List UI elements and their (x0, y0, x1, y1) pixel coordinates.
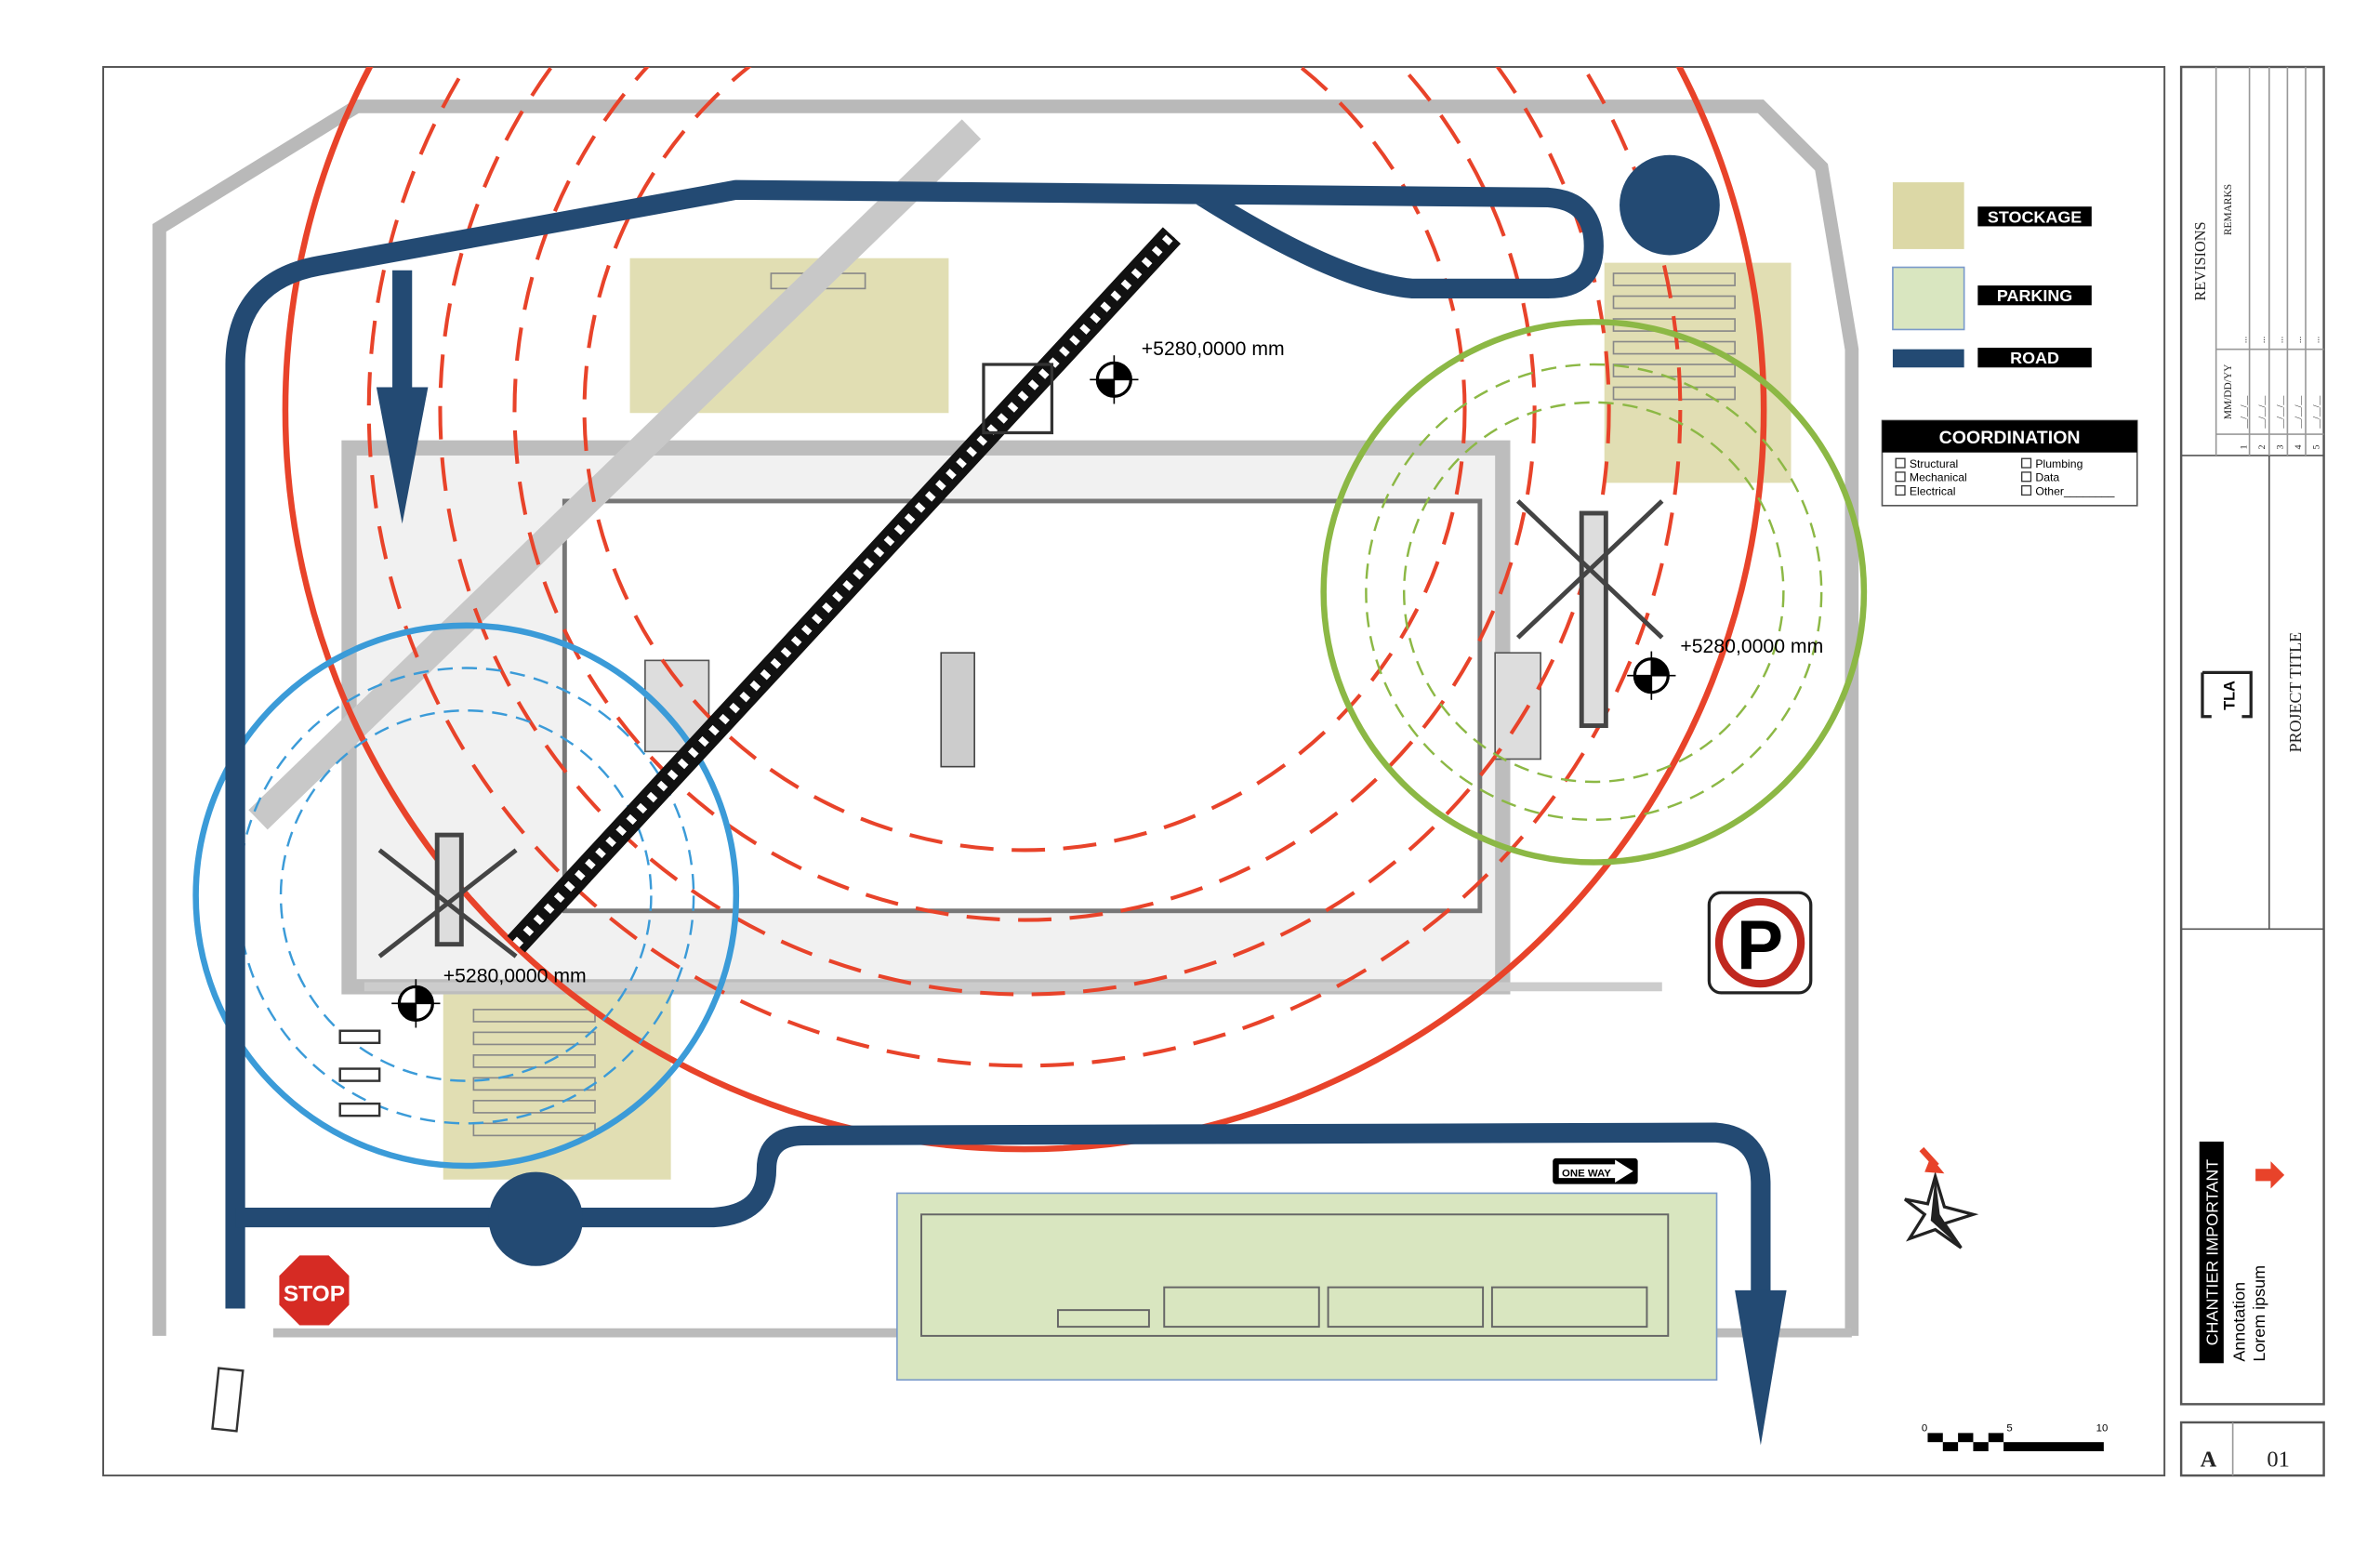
svg-text:...: ... (2257, 337, 2268, 343)
svg-text:Annotation: Annotation (2230, 1282, 2249, 1362)
road-direction-arrow (1735, 1289, 1787, 1446)
checkbox-structural[interactable] (1895, 457, 1906, 469)
green-crane-zone (1320, 319, 1868, 866)
svg-text:...: ... (2276, 337, 2286, 343)
svg-text:Structural: Structural (1910, 457, 1958, 470)
svg-text:TLA: TLA (2221, 681, 2238, 710)
svg-text:Plumbing: Plumbing (2035, 457, 2082, 470)
red-crane-zone (282, 67, 1767, 1153)
remarks-heading: REMARKS (2223, 184, 2234, 235)
stop-sign: STOP (276, 1252, 352, 1329)
legend-label: ROAD (2010, 349, 2059, 367)
svg-text:Mechanical: Mechanical (1910, 471, 1967, 484)
checkbox-electrical[interactable] (1895, 484, 1906, 496)
svg-text:P: P (1737, 906, 1783, 984)
legend-swatch-parking (1892, 266, 1965, 331)
legend-swatch-road (1892, 349, 1964, 368)
svg-text:__/__/__: __/__/__ (2257, 396, 2268, 430)
svg-text:Electrical: Electrical (1910, 484, 1956, 497)
sheet-letter: A (2201, 1447, 2217, 1472)
project-title: PROJECT TITLE (2286, 632, 2305, 752)
svg-text:Other________: Other________ (2035, 484, 2114, 497)
svg-text:0: 0 (1922, 1423, 1927, 1435)
svg-text:...: ... (2312, 337, 2322, 343)
svg-text:4: 4 (2294, 444, 2304, 449)
svg-text:Data: Data (2035, 471, 2059, 484)
crane-radius-label: +5280,0000 mm (1680, 636, 1823, 657)
tower-crane-boom (507, 227, 1181, 953)
north-arrow-icon (1903, 1146, 1979, 1250)
crane-center-marker (391, 979, 441, 1028)
scale-bar: 0 5 10 (1922, 1423, 2108, 1451)
revisions-heading: REVISIONS (2191, 221, 2209, 300)
svg-text:ONE WAY: ONE WAY (1562, 1168, 1611, 1179)
site-boundary (152, 99, 1859, 1336)
svg-text:2: 2 (2257, 444, 2268, 449)
svg-text:5: 5 (2312, 444, 2322, 449)
svg-text:__/__/__: __/__/__ (2294, 396, 2304, 430)
vehicles (211, 1029, 381, 1433)
svg-text:__/__/__: __/__/__ (2239, 396, 2249, 430)
road-turnaround (488, 1171, 583, 1266)
checkbox-data[interactable] (2021, 471, 2032, 483)
svg-text:...: ... (2294, 337, 2304, 343)
important-note: CHANTIER IMPORTANT Annotation Lorem ipsu… (2199, 1141, 2285, 1364)
crane-shadow (248, 119, 982, 830)
parking-sign: P (1707, 891, 1813, 995)
crane-center-marker (1090, 355, 1139, 404)
svg-text:CHANTIER IMPORTANT: CHANTIER IMPORTANT (2202, 1159, 2221, 1346)
road-turnaround (1620, 154, 1720, 256)
svg-text:...: ... (2239, 337, 2249, 343)
coordination-box: COORDINATION Structural Mechanical Elect… (1881, 419, 2138, 507)
company-logo: TLA (2201, 670, 2253, 719)
road-network (225, 179, 1771, 1309)
svg-text:COORDINATION: COORDINATION (1939, 428, 2081, 448)
crane-radius-label: +5280,0000 mm (443, 965, 587, 986)
svg-text:Lorem ipsum: Lorem ipsum (2250, 1265, 2268, 1362)
road-direction-arrow (376, 387, 429, 524)
checkbox-plumbing[interactable] (2021, 457, 2032, 469)
checkbox-mechanical[interactable] (1895, 471, 1906, 483)
svg-text:1: 1 (2239, 444, 2249, 449)
svg-text:__/__/__: __/__/__ (2276, 396, 2286, 430)
svg-text:10: 10 (2096, 1423, 2109, 1435)
svg-text:STOP: STOP (284, 1281, 345, 1306)
mobile-crane (377, 499, 1664, 959)
checkbox-other[interactable] (2021, 484, 2032, 496)
sheet-number: 01 (2267, 1447, 2289, 1472)
title-block (2179, 65, 2325, 1477)
legend: STOCKAGE PARKING ROAD (1892, 182, 2092, 368)
arrow-right-icon (2255, 1161, 2285, 1189)
svg-text:3: 3 (2276, 444, 2286, 449)
one-way-sign: ONE WAY (1553, 1157, 1638, 1184)
stockage-zone (629, 258, 949, 414)
crane-center-marker (1627, 651, 1676, 700)
legend-label: STOCKAGE (1988, 207, 2082, 226)
svg-text:5: 5 (2006, 1423, 2012, 1435)
legend-swatch-stockage (1892, 182, 1964, 249)
legend-label: PARKING (1997, 286, 2072, 305)
site-offices (920, 1213, 1670, 1337)
date-heading: MM/DD/YY (2223, 364, 2234, 420)
svg-text:__/__/__: __/__/__ (2312, 396, 2322, 430)
crane-radius-label: +5280,0000 mm (1142, 338, 1285, 360)
